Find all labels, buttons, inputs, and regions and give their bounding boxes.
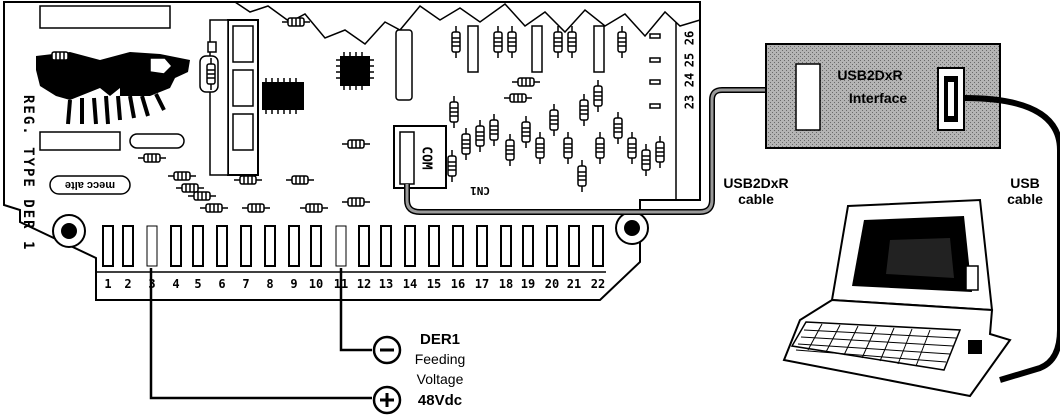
com-connector	[393, 125, 447, 189]
relay-block	[209, 19, 259, 176]
negative-wire	[339, 268, 372, 352]
feeding-line-3: Voltage	[417, 371, 464, 387]
terminal-14	[404, 225, 416, 267]
chip-icon	[336, 52, 374, 90]
component-box	[531, 25, 543, 73]
pad-row	[649, 33, 661, 109]
terminal-number: 12	[357, 277, 371, 291]
capacitor-block	[39, 5, 171, 29]
terminal-number: 14	[403, 277, 417, 291]
com-label: COM	[419, 146, 434, 170]
terminal-7	[240, 225, 252, 267]
terminal-number: 1	[104, 277, 111, 291]
plus-icon	[372, 385, 402, 415]
cn1-label: CN1	[470, 184, 490, 197]
mounting-hole-right	[615, 211, 649, 245]
terminal-13	[380, 225, 392, 267]
board-side-label: REG. TYPE DER 1	[20, 95, 36, 251]
top-terminal-label: 25	[683, 53, 697, 67]
ic-chip	[262, 78, 304, 114]
top-terminal-label: 24	[683, 73, 697, 87]
terminal-number: 15	[427, 277, 441, 291]
component-box	[129, 133, 185, 149]
terminal-16	[452, 225, 464, 267]
positive-wire	[149, 268, 372, 400]
terminal-2	[122, 225, 134, 267]
interface-title: USB2DxR	[837, 67, 902, 83]
top-terminal-labels: 23 24 25 26	[683, 31, 697, 109]
terminal-number: 16	[451, 277, 465, 291]
usb-cable-label-1: USB	[1010, 175, 1040, 191]
terminal-number: 9	[290, 277, 297, 291]
terminal-number: 4	[172, 277, 179, 291]
terminal-number: 10	[309, 277, 323, 291]
terminal-9	[288, 225, 300, 267]
terminal-10	[310, 225, 322, 267]
terminal-number: 17	[475, 277, 489, 291]
torn-edge	[234, 1, 701, 45]
usb-cable-label-2: cable	[1007, 191, 1043, 207]
brand-logo: mecc alte	[49, 175, 131, 195]
terminal-20	[546, 225, 558, 267]
terminal-6	[216, 225, 228, 267]
terminal-number: 6	[218, 277, 225, 291]
component-box	[467, 25, 479, 73]
terminal-1	[102, 225, 114, 267]
heatsink-icon	[36, 52, 190, 125]
mounting-hole-left	[52, 214, 86, 248]
laptop-icon	[782, 198, 1012, 398]
top-terminal-label: 23	[683, 95, 697, 109]
feeding-title: DER1	[420, 331, 460, 348]
terminal-number: 5	[194, 277, 201, 291]
terminal-number: 19	[521, 277, 535, 291]
terminal-number: 13	[379, 277, 393, 291]
terminal-21	[568, 225, 580, 267]
terminal-number: 8	[266, 277, 273, 291]
interface-subtitle: Interface	[849, 90, 908, 106]
trimmer	[207, 41, 217, 53]
terminal-4	[170, 225, 182, 267]
minus-icon	[372, 335, 402, 365]
terminal-18	[500, 225, 512, 267]
terminal-12	[358, 225, 370, 267]
terminal-number: 20	[545, 277, 559, 291]
brand-logo-text: mecc alte	[65, 179, 115, 191]
terminal-number: 21	[567, 277, 581, 291]
terminal-22	[592, 225, 604, 267]
usb2dxr-cable-label-2: cable	[738, 191, 774, 207]
terminal-19	[522, 225, 534, 267]
top-terminal-label: 26	[683, 31, 697, 45]
terminal-11	[335, 225, 347, 267]
usb2dxr-cable-label-1: USB2DxR	[723, 175, 788, 191]
terminal-number: 7	[242, 277, 249, 291]
component-box	[39, 131, 121, 151]
terminal-strip	[96, 225, 606, 273]
component-box	[593, 25, 605, 73]
feeding-voltage-value: 48Vdc	[418, 392, 462, 409]
terminal-17	[476, 225, 488, 267]
terminal-3	[146, 225, 158, 267]
terminal-number: 2	[124, 277, 131, 291]
terminal-number: 18	[499, 277, 513, 291]
terminal-5	[192, 225, 204, 267]
terminal-8	[264, 225, 276, 267]
terminal-15	[428, 225, 440, 267]
usb-connector-icon	[937, 67, 965, 131]
terminal-number: 22	[591, 277, 605, 291]
component-box	[395, 29, 413, 101]
feeding-line-2: Feeding	[415, 351, 466, 367]
